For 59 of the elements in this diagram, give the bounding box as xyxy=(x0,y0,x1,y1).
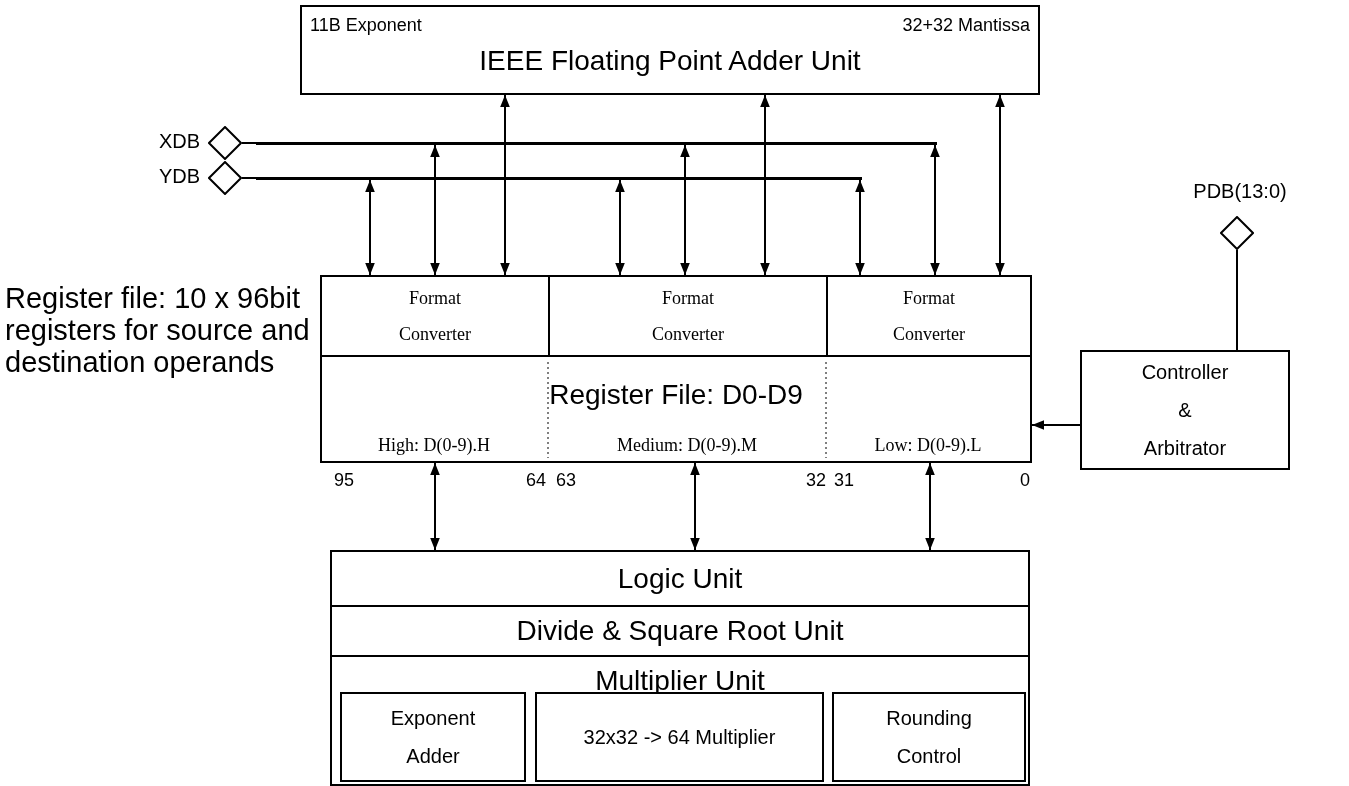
arrow xyxy=(430,144,440,276)
converter-box xyxy=(320,275,550,357)
register-file-box xyxy=(320,355,1032,463)
node-text: Medium: D(0-9).M xyxy=(616,435,758,456)
bit-index-label: 32 xyxy=(804,470,826,491)
bus-port-diamond xyxy=(208,126,242,160)
bus-line xyxy=(256,142,937,145)
node-text: Register File: D0-D9 xyxy=(548,379,804,411)
bus-name-label: YDB xyxy=(157,165,200,188)
bus-name-label: PDB(13:0) xyxy=(1192,180,1288,203)
bus-line xyxy=(256,177,862,180)
bit-index-label: 95 xyxy=(334,470,356,491)
bit-index-label: 64 xyxy=(524,470,546,491)
node-text: High: D(0-9).H xyxy=(377,435,491,456)
arrow xyxy=(430,462,440,551)
node-text: Divide & Square Root Unit xyxy=(515,614,845,648)
arrow xyxy=(365,179,375,276)
bus-name-label: XDB xyxy=(157,130,200,153)
arrow xyxy=(760,94,770,276)
bit-index-label: 0 xyxy=(1019,470,1030,491)
arrow xyxy=(680,144,690,276)
node-text: Rounding Control xyxy=(886,706,972,769)
node-text: Format Converter xyxy=(399,287,471,346)
arrow xyxy=(500,94,510,276)
annotation-text: Register file: 10 x 96bit registers for source and destination operands xyxy=(5,282,311,378)
controller-box xyxy=(1080,350,1290,470)
converter-box xyxy=(826,275,1032,357)
node-text: Controller & Arbitrator xyxy=(1141,360,1229,461)
bus-port-diamond xyxy=(208,161,242,195)
arrow xyxy=(855,179,865,276)
node-text: IEEE Floating Point Adder Unit xyxy=(478,45,862,77)
node-text: Multiplier Unit xyxy=(594,665,766,697)
multiplier-unit-box xyxy=(330,655,1030,786)
unit-box xyxy=(330,605,1030,657)
node-text: Exponent Adder xyxy=(390,706,476,769)
node-text: 11B Exponent xyxy=(310,15,423,36)
connector-line xyxy=(241,142,257,144)
node-text: 32x32 -> 64 Multiplier xyxy=(582,725,777,750)
arrow xyxy=(690,462,700,551)
arrow xyxy=(925,462,935,551)
arrow xyxy=(930,144,940,276)
adder-unit-box xyxy=(300,5,1040,95)
node-text: Format Converter xyxy=(652,287,724,346)
sub-unit-box xyxy=(832,692,1026,782)
arrow xyxy=(615,179,625,276)
sub-unit-box xyxy=(535,692,824,782)
bit-index-label: 63 xyxy=(556,470,578,491)
bus-port-diamond xyxy=(1220,216,1254,250)
node-text: Logic Unit xyxy=(616,561,744,596)
connector-line xyxy=(241,177,257,179)
connector-line xyxy=(1236,249,1238,351)
node-text: 32+32 Mantissa xyxy=(901,15,1030,36)
node-text: Low: D(0-9).L xyxy=(873,435,983,456)
arrow xyxy=(1031,420,1081,430)
node-text: Format Converter xyxy=(893,287,965,346)
unit-box xyxy=(330,550,1030,607)
bit-index-label: 31 xyxy=(834,470,856,491)
sub-unit-box xyxy=(340,692,526,782)
arrow xyxy=(995,94,1005,276)
